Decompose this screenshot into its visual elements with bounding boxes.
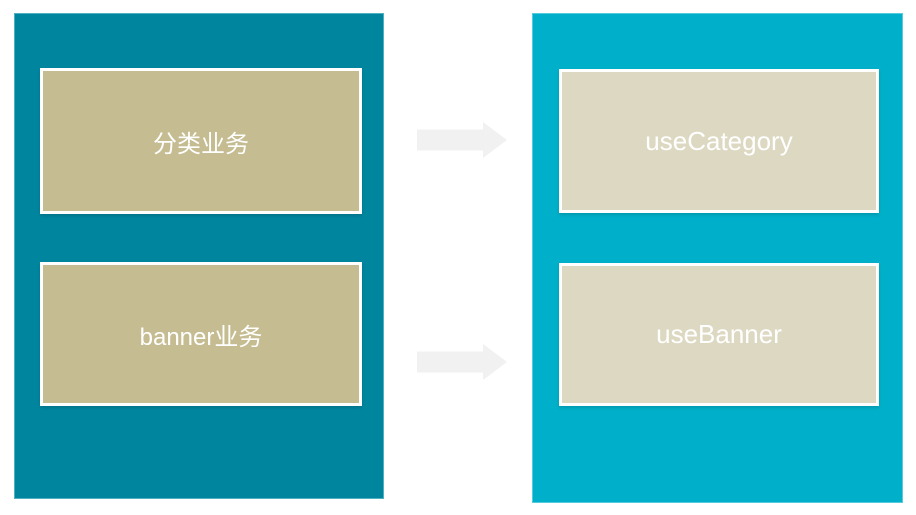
node-use-banner: useBanner xyxy=(559,263,879,406)
node-use-banner-label: useBanner xyxy=(656,319,782,349)
node-category-business-label: 分类业务 xyxy=(153,130,249,158)
node-use-category-label: useCategory xyxy=(645,125,793,156)
node-banner-business-label: banner业务 xyxy=(139,323,263,351)
hooks-layer-panel: useCategory useBanner xyxy=(532,13,903,503)
right-arrow-icon xyxy=(417,122,507,158)
node-use-category: useCategory xyxy=(559,69,879,213)
node-banner-business: banner业务 xyxy=(40,262,362,406)
business-layer-panel: 分类业务 banner业务 xyxy=(14,13,384,499)
node-category-business: 分类业务 xyxy=(40,68,362,214)
right-arrow-icon xyxy=(417,344,507,380)
